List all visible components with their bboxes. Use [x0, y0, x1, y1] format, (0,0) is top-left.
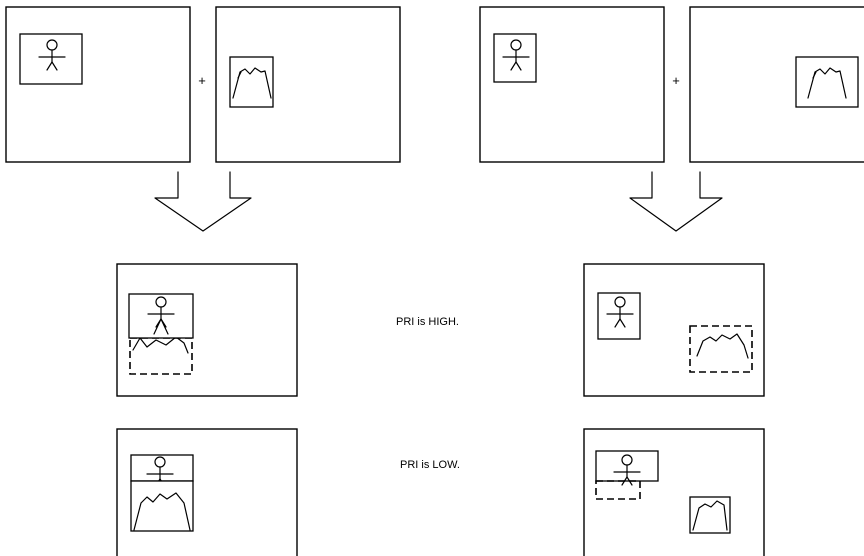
dashed-mountain-window — [689, 325, 753, 373]
left-mountain-window — [229, 56, 274, 108]
right-mountain-window — [795, 56, 859, 108]
figure-window-behind — [130, 454, 194, 482]
down-arrow-right — [629, 171, 723, 232]
mountain-window-front — [130, 480, 194, 532]
right-input-screen-a — [479, 6, 665, 163]
mountain-icon — [696, 333, 749, 359]
mountain-partial — [132, 336, 189, 354]
dashed-hidden-window — [595, 480, 641, 500]
caption-pri-high: PRI is HIGH. — [396, 316, 459, 328]
mountain-icon — [133, 492, 191, 531]
plus-sign-right: + — [672, 73, 680, 88]
figure-window — [597, 292, 641, 340]
mountain-window — [689, 496, 731, 534]
right-result-low-screen — [583, 428, 765, 556]
dashed-hidden-window — [129, 337, 193, 375]
right-figure-window — [493, 33, 537, 83]
caption-pri-low: PRI is LOW. — [400, 459, 460, 471]
plus-sign-left: + — [198, 73, 206, 88]
down-arrow-left — [154, 171, 252, 232]
mountain-icon — [692, 500, 728, 531]
left-figure-window — [19, 33, 83, 85]
figure-legs — [153, 318, 169, 335]
